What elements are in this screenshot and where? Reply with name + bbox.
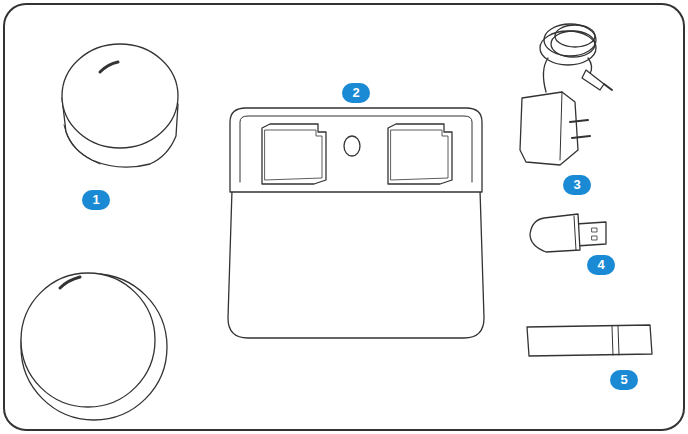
power-adapter (520, 24, 612, 165)
callout-number: 1 (82, 190, 110, 210)
callout-number: 4 (587, 255, 615, 275)
callout-number: 5 (610, 370, 638, 390)
callout-number: 3 (563, 175, 591, 195)
callout-number: 2 (342, 83, 370, 103)
charging-dock (228, 108, 484, 338)
usb-dongle (530, 214, 606, 252)
puck-bottom (21, 273, 167, 420)
puck-top (62, 44, 178, 167)
frame (4, 4, 684, 430)
stick (527, 325, 652, 356)
